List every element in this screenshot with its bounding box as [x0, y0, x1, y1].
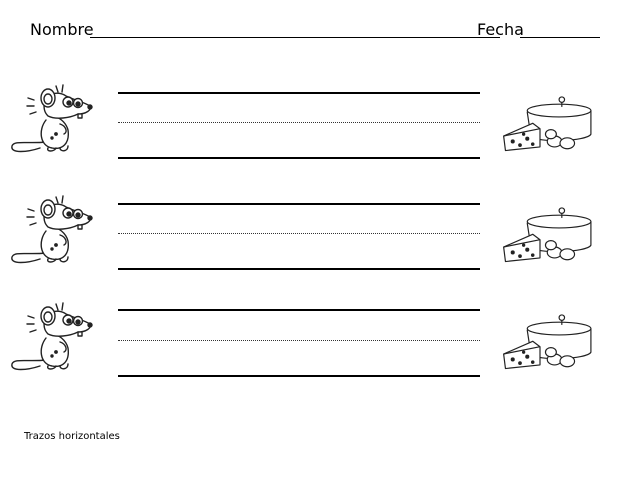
trace-line-bottom — [118, 268, 480, 270]
name-label: Nombre — [30, 20, 94, 39]
header: Nombre Fecha — [30, 18, 605, 42]
trace-line-dotted — [118, 340, 480, 341]
cheese-icon — [503, 314, 592, 370]
trace-row — [0, 300, 640, 400]
trace-line-bottom — [118, 157, 480, 159]
cheese-icon — [503, 207, 592, 263]
worksheet-caption: Trazos horizontales — [24, 431, 120, 442]
trace-line-top — [118, 92, 480, 94]
trace-line-dotted — [118, 122, 480, 123]
mouse-icon — [11, 195, 93, 264]
date-field-line[interactable] — [520, 37, 600, 38]
name-field-line[interactable] — [90, 37, 500, 38]
trace-row — [0, 82, 640, 182]
cheese-icon — [503, 96, 592, 152]
mouse-icon — [11, 84, 93, 153]
mouse-icon — [11, 302, 93, 371]
trace-row — [0, 193, 640, 293]
date-label: Fecha — [477, 20, 524, 39]
trace-line-top — [118, 309, 480, 311]
trace-line-bottom — [118, 375, 480, 377]
trace-line-top — [118, 203, 480, 205]
trace-line-dotted — [118, 233, 480, 234]
